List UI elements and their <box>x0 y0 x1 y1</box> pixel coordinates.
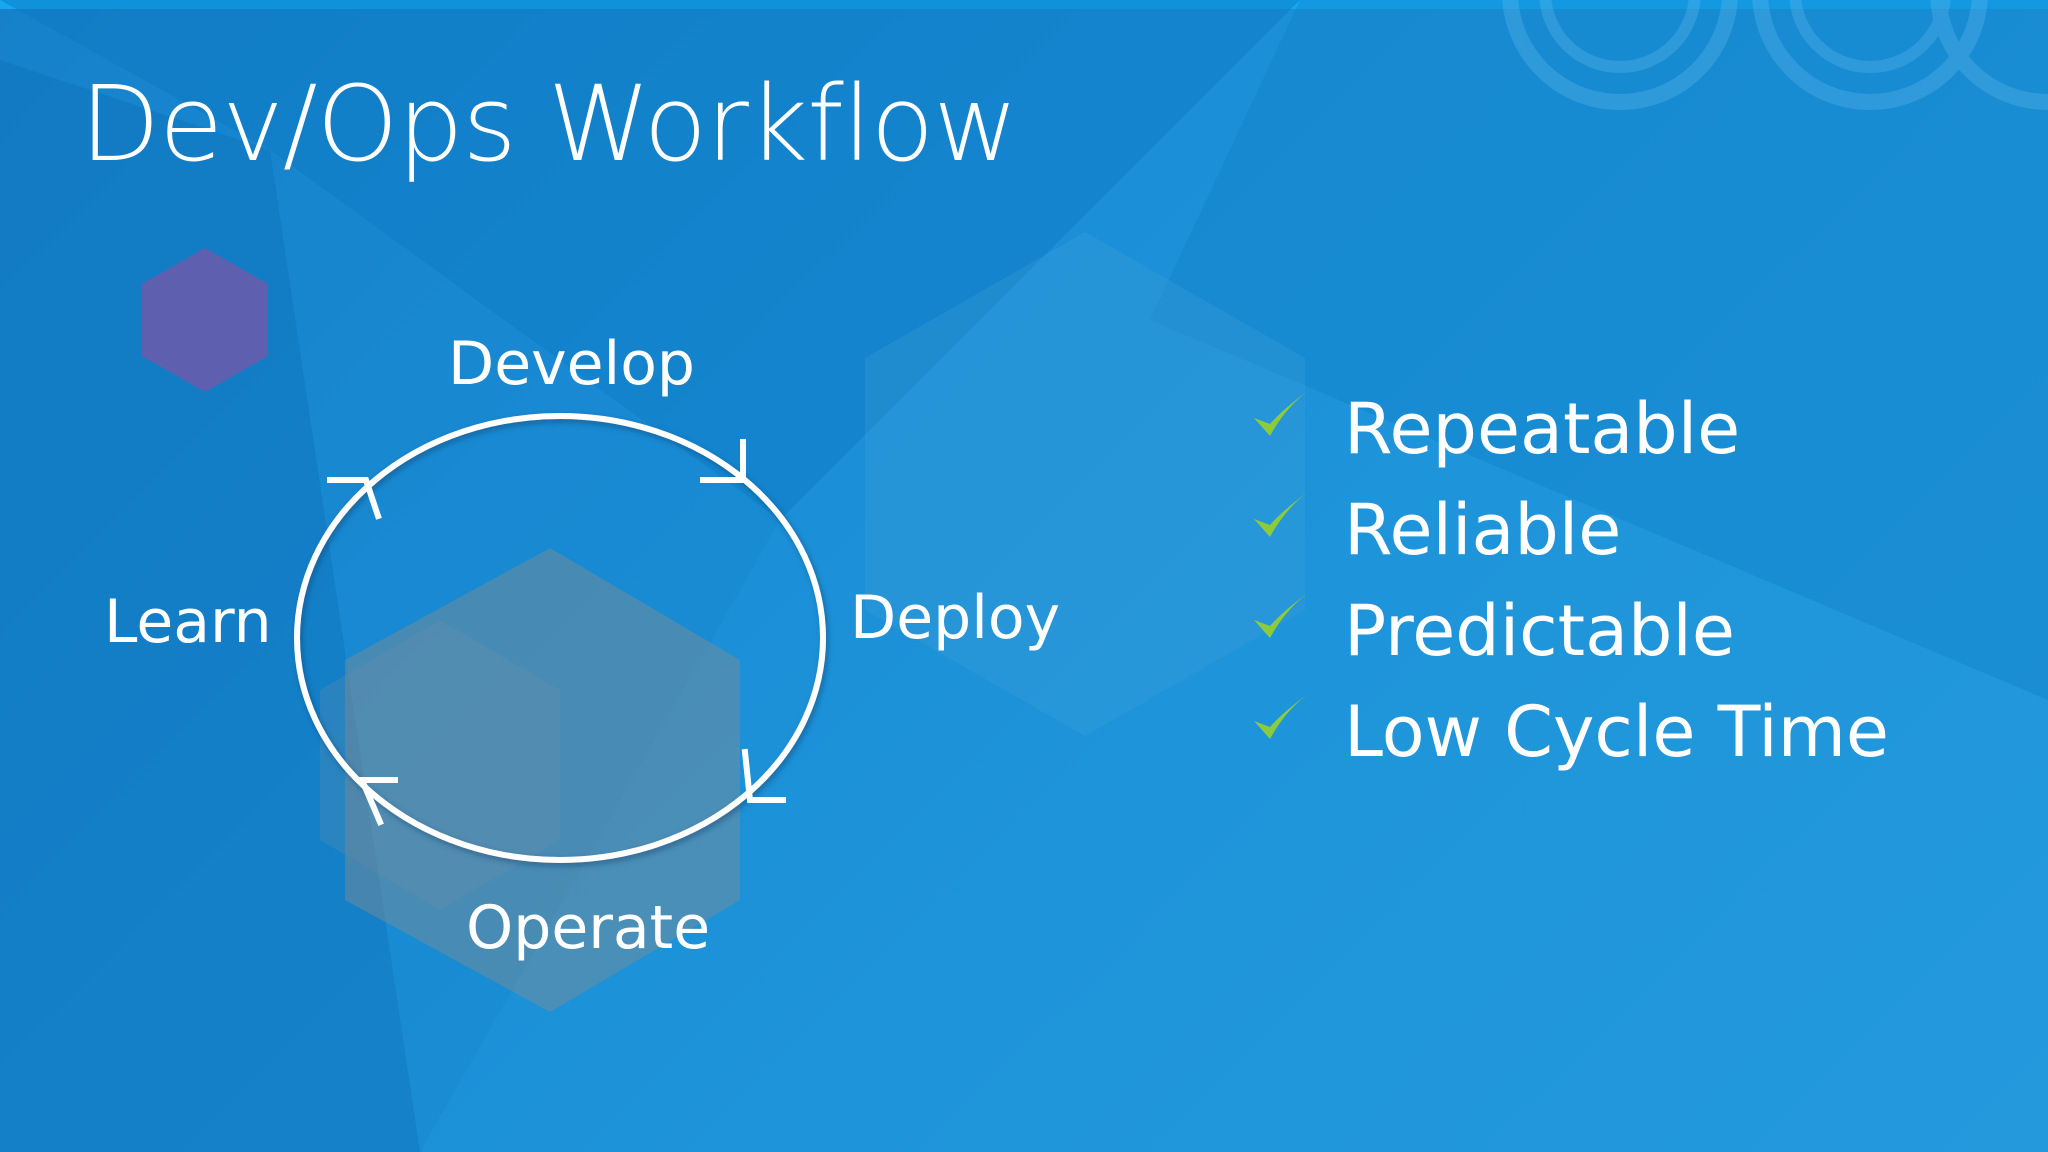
chevron-arrow-icon <box>327 477 382 520</box>
bg-facet-center <box>270 150 780 1152</box>
bg-hexagon-tan-soft <box>320 620 560 910</box>
bg-facet-top <box>0 0 1300 520</box>
slide-title: Dev/Ops Workflow <box>80 63 1018 185</box>
checkmark-icon <box>1254 589 1312 638</box>
decorative-rings <box>1502 0 2048 110</box>
bg-facet-right <box>1150 0 2048 700</box>
stage-label-deploy: Deploy <box>850 583 1061 653</box>
bg-hexagon-tan <box>345 548 740 1012</box>
benefit-item: Low Cycle Time <box>1250 681 1889 782</box>
checkmark-icon <box>1254 690 1312 739</box>
bg-hexagon-large <box>865 232 1305 736</box>
benefit-label: Reliable <box>1344 488 1622 571</box>
benefit-label: Low Cycle Time <box>1344 690 1889 773</box>
benefit-label: Repeatable <box>1344 387 1741 470</box>
chevron-arrow-icon <box>357 777 398 826</box>
benefit-item: Predictable <box>1250 580 1889 681</box>
checkmark-icon <box>1254 488 1312 537</box>
bg-hexagon-purple <box>142 248 268 392</box>
cycle-ring <box>294 413 826 863</box>
top-accent-bar <box>0 0 2048 9</box>
benefit-label: Predictable <box>1344 589 1735 672</box>
chevron-arrow-icon <box>741 748 786 803</box>
stage-label-learn: Learn <box>104 587 272 657</box>
benefits-list: Repeatable Reliable Predictable Low Cycl… <box>1250 378 1889 782</box>
stage-label-operate: Operate <box>466 893 711 963</box>
benefit-item: Reliable <box>1250 479 1889 580</box>
checkmark-icon <box>1254 387 1312 436</box>
stage-label-develop: Develop <box>448 329 696 399</box>
bg-facet-left <box>0 60 420 1152</box>
chevron-arrow-icon <box>700 439 746 483</box>
benefit-item: Repeatable <box>1250 378 1889 479</box>
